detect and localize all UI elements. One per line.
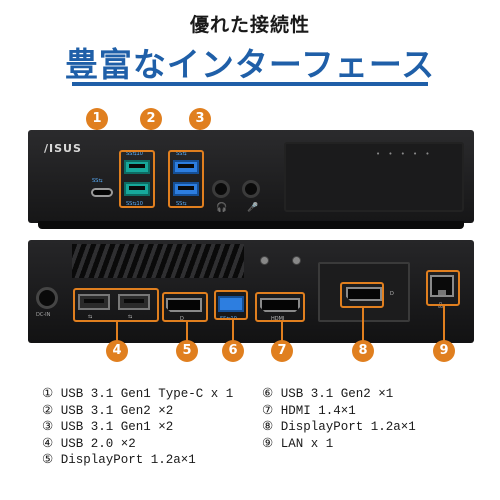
usb2-port-right [118,294,150,310]
headphone-jack [212,180,230,198]
callout-7: 7 [271,340,293,362]
usb-gen2-label-bottom: SS⇆10 [126,201,143,207]
usb-gen1-port-top [173,160,199,174]
callout-8: 8 [352,340,374,362]
callout-4: 4 [106,340,128,362]
front-panel: /ISUS SS⇆ SS⇆10 SS⇆10 SS⇆ SS⇆ 🎧 🎤 • • • … [28,130,474,223]
displayport-2 [346,287,382,301]
microphone-jack [242,180,260,198]
callout-2: 2 [140,108,162,130]
displayport-1 [166,298,202,312]
usb2-port-left [78,294,110,310]
dp-label-2: D [390,291,394,297]
callout-6: 6 [222,340,244,362]
leader-9 [443,306,445,342]
lan-label: 品 [438,303,444,309]
hdmi-port [260,298,300,312]
usb2-label-left: ⇆ [88,314,93,320]
usb-port-slot [178,164,194,168]
legend-item: ⑤ DisplayPort 1.2a×1 [42,453,196,467]
callout-5: 5 [176,340,198,362]
highlight-dp-1 [162,292,208,322]
legend-item: ① USB 3.1 Gen1 Type-C x 1 [42,387,234,401]
highlight-dp-2 [340,282,384,308]
callout-1: 1 [86,108,108,130]
usb-port-slot [178,186,194,190]
highlight-usb2 [73,288,159,322]
usb-port-slot [129,164,145,168]
front-grille [284,142,464,212]
legend-item: ② USB 3.1 Gen2 ×2 [42,403,174,418]
leader-7 [281,322,283,342]
leader-8 [362,308,364,342]
highlight-usb-gen2 [119,150,155,208]
dp-label-1: D [180,316,184,322]
front-base [38,221,464,229]
highlight-lan [426,270,460,306]
hdmi-label: HDMI [271,316,285,322]
usb-c-port [91,188,113,197]
microphone-icon: 🎤 [247,203,259,213]
rear-vent [72,244,244,278]
highlight-usb-gen1 [168,150,204,208]
headphone-icon: 🎧 [216,203,228,213]
highlight-usb3-rear [214,290,248,320]
usb-port-slot [84,299,104,303]
legend-item: ④ USB 2.0 ×2 [42,436,136,451]
usb2-label-right: ⇆ [128,314,133,320]
screw-right [292,256,301,265]
asus-logo: /ISUS [44,142,82,155]
legend-right: ⑥ USB 3.1 Gen2 ×1 ⑦ HDMI 1.4×1 ⑧ Display… [262,385,416,451]
usb-gen2-label-top: SS⇆10 [126,151,143,157]
page-title: 豊富なインターフェース [64,45,436,84]
usb-port-slot [129,186,145,190]
usb-gen1-port-bottom [173,182,199,196]
callout-9: 9 [433,340,455,362]
usb-gen2-port-bottom [124,182,150,196]
legend-item: ⑧ DisplayPort 1.2a×1 [262,420,416,434]
legend-item: ⑨ LAN x 1 [262,436,334,451]
power-jack [36,287,58,309]
usb-gen1-label-bottom: SS⇆ [176,201,187,207]
usb-gen2-port-top [124,160,150,174]
page-subtitle: 優れた接続性 [189,14,310,36]
title-underline [72,82,428,86]
legend-item: ⑦ HDMI 1.4×1 [262,403,356,418]
callout-3: 3 [189,108,211,130]
power-label: DC-IN [36,312,51,318]
lan-port [430,275,454,297]
highlight-hdmi [255,292,305,322]
legend-left: ① USB 3.1 Gen1 Type-C x 1 ② USB 3.1 Gen2… [42,385,233,468]
leader-5 [186,322,188,342]
leader-6 [232,320,234,342]
usb3-gen2-rear-port [218,296,244,312]
vent-dots: • • • • • [376,150,433,158]
usb-port-slot [124,299,144,303]
screw-left [260,256,269,265]
rear-panel: DC-IN ⇆ ⇆ D SS⇆10 HDMI D 品 [28,240,474,343]
legend-item: ⑥ USB 3.1 Gen2 ×1 [262,387,394,401]
leader-4 [116,322,118,342]
usb-c-label: SS⇆ [92,178,103,184]
legend-item: ③ USB 3.1 Gen1 ×2 [42,420,174,434]
usb-gen1-label-top: SS⇆ [176,151,187,157]
